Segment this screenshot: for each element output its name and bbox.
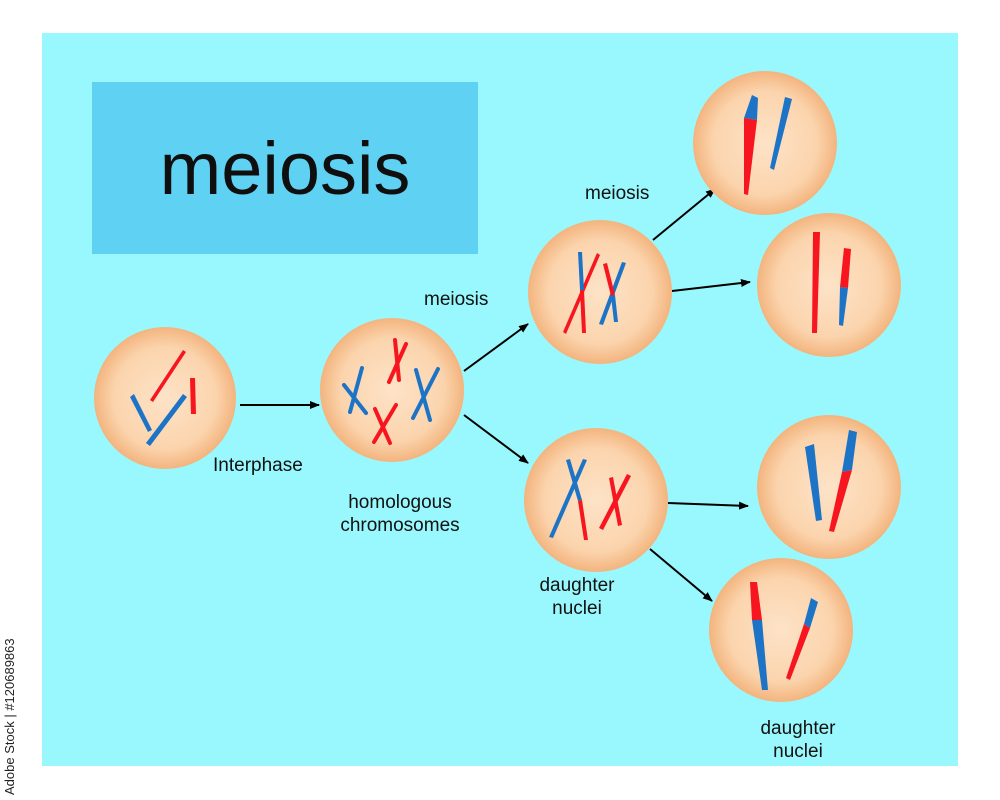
chromosome-red <box>840 248 851 288</box>
cell-daughter-2 <box>757 213 901 357</box>
cell-body <box>757 213 901 357</box>
label-line: daughter <box>760 718 836 739</box>
chromosome-blue <box>130 394 152 432</box>
arrow-homologous-to-upper <box>463 323 529 372</box>
cell-meiosis-upper <box>528 220 672 364</box>
title-box <box>92 82 478 254</box>
chromosome-blue <box>566 459 582 501</box>
label-daughter-nuclei-2: daughter nuclei <box>743 717 853 763</box>
chromosome-red <box>786 624 810 680</box>
cell-homologous <box>320 318 464 462</box>
label-daughter-nuclei-1: daughter nuclei <box>522 574 632 620</box>
chromosome-blue <box>348 366 364 414</box>
cell-meiosis-lower <box>524 428 668 572</box>
chromosome-red <box>580 290 586 333</box>
label-line: homologous <box>348 492 452 513</box>
label-line: nuclei <box>552 598 602 619</box>
chromosome-red <box>578 500 588 540</box>
chromosome-red <box>578 252 584 290</box>
chromosome-blue <box>603 263 615 296</box>
chromosome-blue <box>770 97 792 170</box>
chromosome-red <box>150 350 186 402</box>
arrow-lower-to-third <box>667 501 749 510</box>
label-interphase: Interphase <box>213 455 303 476</box>
arrow-homologous-to-lower <box>463 414 529 464</box>
cell-daughter-4 <box>709 558 853 702</box>
arrow-lower-to-bottom <box>649 548 713 602</box>
chromosome-blue <box>549 459 587 538</box>
cell-daughter-3 <box>757 415 901 559</box>
stock-id-watermark: Adobe Stock | #120689863 <box>2 638 17 795</box>
chromosome-blue <box>804 598 818 628</box>
arrow-upper-to-second <box>671 279 751 292</box>
chromosome-blue <box>744 95 758 120</box>
label-line: nuclei <box>773 741 823 762</box>
chromosome-red <box>829 470 852 532</box>
arrow-upper-to-top <box>652 188 716 241</box>
chromosome-red <box>372 403 398 444</box>
chromosome-red <box>387 342 408 384</box>
chromosome-red <box>750 582 762 620</box>
cell-body <box>709 558 853 702</box>
label-line: daughter <box>539 575 615 596</box>
chromosome-blue <box>805 444 822 521</box>
cell-body <box>757 415 901 559</box>
chromosome-blue <box>146 394 187 446</box>
cell-body <box>94 327 236 469</box>
label-homologous-chromosomes: homologous chromosomes <box>318 491 482 537</box>
chromosome-red <box>190 378 196 414</box>
chromosome-red <box>609 477 622 526</box>
cell-body <box>320 318 464 462</box>
label-meiosis-mid: meiosis <box>424 289 489 310</box>
chromosome-blue <box>611 295 618 322</box>
chromosome-red <box>744 118 757 195</box>
cell-daughter-1 <box>693 71 837 215</box>
cell-body <box>524 428 668 572</box>
chromosome-blue <box>752 620 768 690</box>
chromosome-blue <box>842 430 857 472</box>
page-title: meiosis <box>159 126 411 210</box>
chromosome-red <box>812 232 820 333</box>
label-meiosis-upper: meiosis <box>585 183 650 204</box>
chromosome-blue <box>839 287 848 326</box>
cell-interphase <box>94 327 236 469</box>
cell-body <box>693 71 837 215</box>
chromosome-blue <box>411 367 440 420</box>
label-line: chromosomes <box>340 515 460 536</box>
cell-body <box>528 220 672 364</box>
arrows <box>240 188 751 602</box>
